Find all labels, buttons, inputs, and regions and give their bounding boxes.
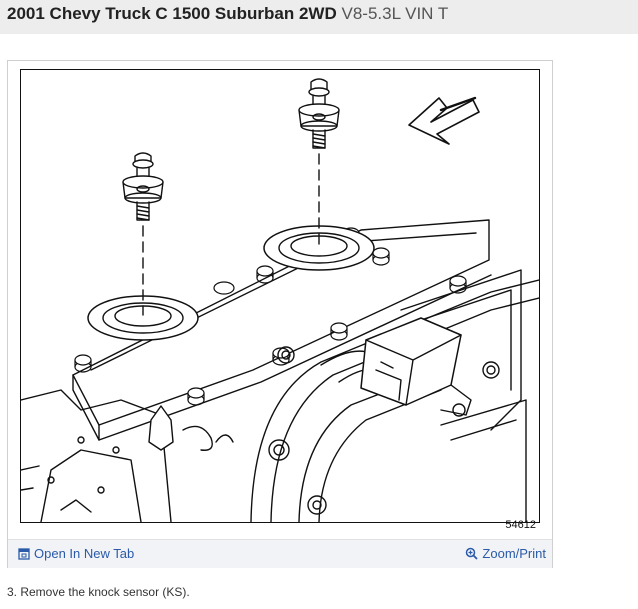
open-in-new-tab-link[interactable]: Open In New Tab bbox=[18, 546, 134, 561]
open-in-new-tab-label: Open In New Tab bbox=[34, 546, 135, 561]
page-title: 2001 Chevy Truck C 1500 Suburban 2WD V8-… bbox=[7, 4, 448, 24]
zoom-icon bbox=[466, 547, 479, 560]
engine-line-drawing bbox=[21, 78, 539, 522]
open-tab-icon bbox=[18, 548, 30, 560]
cylinder-head bbox=[72, 219, 492, 441]
vehicle-title: 2001 Chevy Truck C 1500 Suburban 2WD bbox=[7, 4, 337, 23]
knock-sensor-upper bbox=[298, 78, 340, 246]
instruction-step: 3. Remove the knock sensor (KS). bbox=[7, 585, 190, 599]
figure-frame: 54612 Open In New Tab Zoom/Print bbox=[7, 60, 553, 568]
knock-sensor-diagram bbox=[20, 69, 540, 523]
intake-manifold bbox=[250, 269, 539, 522]
zoom-print-link[interactable]: Zoom/Print bbox=[465, 546, 546, 561]
zoom-print-label: Zoom/Print bbox=[482, 546, 546, 561]
engine-title: V8-5.3L VIN T bbox=[341, 4, 449, 23]
figure-number: 54612 bbox=[505, 519, 536, 531]
knock-sensor-lower bbox=[122, 152, 164, 316]
figure-toolbar: Open In New Tab Zoom/Print bbox=[8, 539, 552, 568]
page-header: 2001 Chevy Truck C 1500 Suburban 2WD V8-… bbox=[0, 0, 638, 34]
direction-arrow bbox=[408, 96, 480, 145]
engine-block bbox=[21, 389, 234, 522]
